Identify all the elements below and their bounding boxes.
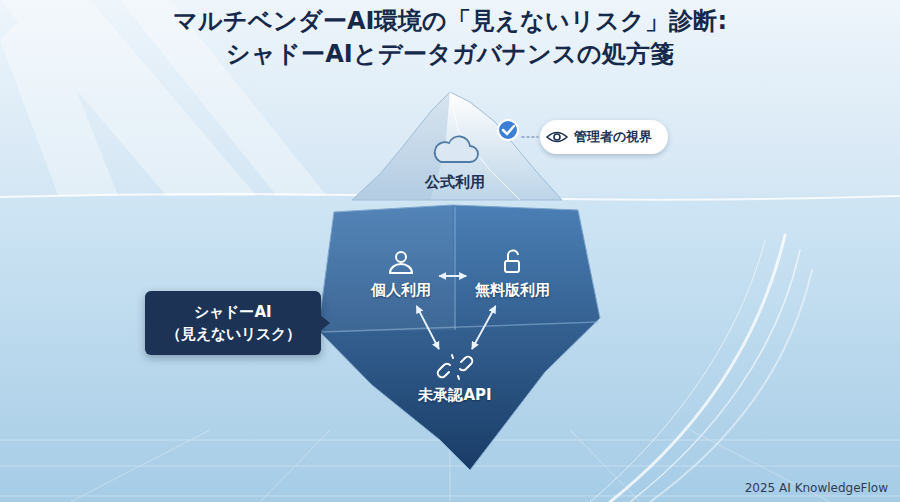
risk-facet: 個人利用 (365, 248, 437, 304)
double-arrow (417, 307, 439, 349)
pill-shape (540, 120, 668, 154)
check-badge (498, 120, 518, 140)
sky (0, 0, 900, 200)
node-text: 無料版利用 (475, 280, 550, 300)
person-icon (390, 252, 412, 273)
dotted-leader (522, 136, 538, 138)
official-use-zone: 公式利用 (390, 114, 520, 198)
cloud-icon (435, 136, 478, 162)
node-text: 管理者の視界 (574, 127, 652, 147)
node-text: 未承認API (418, 385, 491, 405)
broken-link-icon (438, 355, 472, 379)
light-streams (590, 235, 812, 502)
iceberg-body (318, 205, 600, 470)
node-text: 公式利用 (398, 172, 512, 192)
risk-facet: 無料版利用 (469, 248, 556, 304)
double-arrow (440, 275, 466, 277)
water (0, 196, 900, 502)
double-arrow (472, 307, 495, 349)
iceberg-tip (352, 92, 562, 200)
unlock-icon (505, 250, 519, 272)
admin-view-pill: 管理者の視界 (540, 120, 668, 154)
eye-icon (547, 133, 567, 142)
risk-facet: 未承認API (412, 351, 497, 409)
node-text: シャドーAI （見えないリスク） (161, 301, 305, 345)
diagram-title: マルチベンダーAI環境の「見えないリスク」診断: シャドーAIとデータガバナンス… (110, 5, 790, 71)
node-text: 個人利用 (371, 280, 431, 300)
shadow-ai-callout: シャドーAI （見えないリスク） (145, 291, 321, 355)
watermark: 2025 AI KnowledgeFlow (745, 481, 888, 495)
